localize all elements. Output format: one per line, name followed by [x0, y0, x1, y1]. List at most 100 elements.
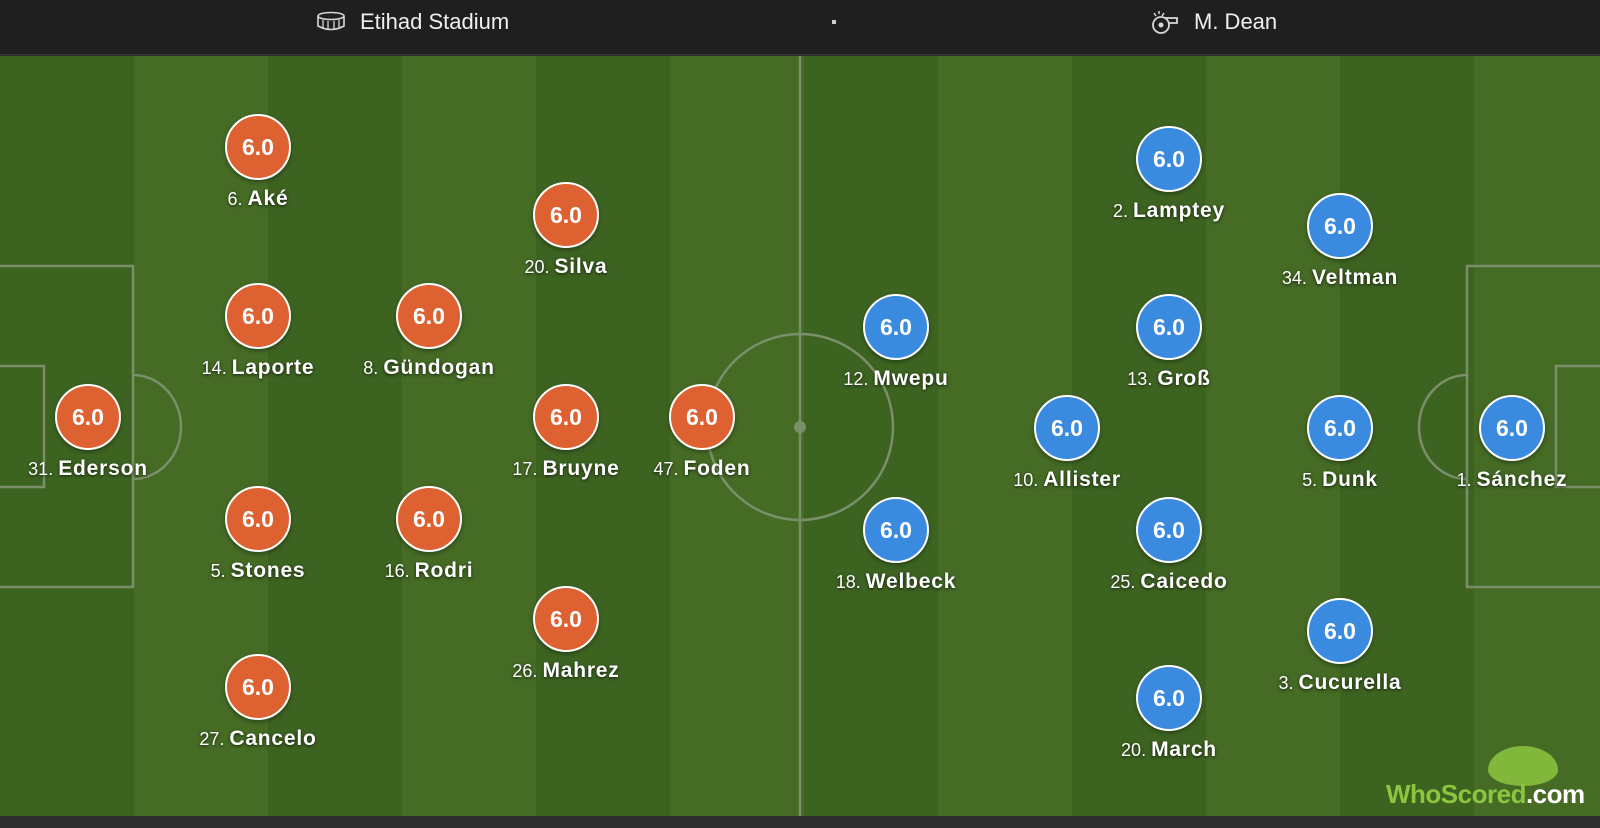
player-name: Lamptey	[1133, 199, 1225, 222]
center-spot	[794, 421, 806, 433]
player-label: 34.Veltman	[1282, 266, 1398, 290]
player-rating: 6.0	[1307, 395, 1373, 461]
venue-name: Etihad Stadium	[360, 9, 510, 34]
logo-domain: .com	[1525, 779, 1585, 809]
player-rating: 6.0	[225, 283, 291, 349]
player-label: 5.Dunk	[1302, 468, 1378, 492]
player-card[interactable]: 6.0 1.Sánchez	[1402, 395, 1600, 492]
player-card[interactable]: 6.0 27.Cancelo	[148, 654, 368, 751]
player-rating: 6.0	[669, 384, 735, 450]
player-number: 16.	[384, 561, 410, 581]
player-card[interactable]: 6.0 2.Lamptey	[1059, 126, 1279, 223]
player-card[interactable]: 6.0 31.Ederson	[0, 384, 198, 481]
player-rating: 6.0	[1136, 665, 1202, 731]
player-number: 14.	[201, 358, 227, 378]
player-rating: 6.0	[396, 283, 462, 349]
pitch: 6.0 6.Aké 6.0 14.Laporte 6.0 31.Ederson …	[0, 56, 1600, 816]
player-card[interactable]: 6.0 5.Dunk	[1230, 395, 1450, 492]
player-rating: 6.0	[533, 182, 599, 248]
player-label: 27.Cancelo	[199, 727, 316, 751]
player-label: 18.Welbeck	[836, 570, 956, 594]
player-number: 5.	[210, 561, 226, 581]
player-card[interactable]: 6.0 20.Silva	[456, 182, 676, 279]
player-number: 20.	[1121, 740, 1147, 760]
player-rating: 6.0	[1136, 126, 1202, 192]
player-name: Sánchez	[1476, 468, 1568, 491]
player-card[interactable]: 6.0 5.Stones	[148, 486, 368, 583]
right-goal-box	[1554, 364, 1600, 489]
player-name: Rodri	[414, 559, 474, 582]
venue-info: Etihad Stadium	[316, 0, 509, 44]
player-name: Caicedo	[1140, 570, 1228, 593]
player-number: 27.	[199, 729, 225, 749]
player-number: 26.	[512, 661, 538, 681]
player-number: 10.	[1013, 470, 1039, 490]
player-card[interactable]: 6.0 25.Caicedo	[1059, 497, 1279, 594]
player-label: 16.Rodri	[385, 559, 474, 583]
player-rating: 6.0	[1307, 193, 1373, 259]
stadium-icon	[317, 11, 345, 31]
player-card[interactable]: 6.0 47.Foden	[592, 384, 812, 481]
player-card[interactable]: 6.0 6.Aké	[148, 114, 368, 211]
whoscored-logo: WhoScored.com	[1386, 746, 1585, 810]
player-card[interactable]: 6.0 3.Cucurella	[1230, 598, 1450, 695]
player-number: 13.	[1127, 369, 1153, 389]
player-name: Ederson	[58, 457, 148, 480]
player-name: Silva	[554, 255, 608, 278]
player-number: 47.	[653, 459, 679, 479]
player-card[interactable]: 6.0 18.Welbeck	[786, 497, 1006, 594]
player-name: Welbeck	[865, 570, 957, 593]
player-label: 3.Cucurella	[1279, 671, 1402, 695]
player-rating: 6.0	[55, 384, 121, 450]
bottom-bar	[0, 816, 1600, 828]
player-name: Bruyne	[542, 457, 620, 480]
player-name: Allister	[1043, 468, 1121, 491]
player-label: 31.Ederson	[28, 457, 148, 481]
player-card[interactable]: 6.0 14.Laporte	[148, 283, 368, 380]
player-rating: 6.0	[396, 486, 462, 552]
player-label: 2.Lamptey	[1113, 199, 1225, 223]
player-number: 34.	[1281, 268, 1307, 288]
player-rating: 6.0	[1136, 497, 1202, 563]
player-label: 47.Foden	[653, 457, 750, 481]
player-card[interactable]: 6.0 12.Mwepu	[786, 294, 1006, 391]
referee-name: M. Dean	[1194, 9, 1278, 34]
left-goal-box	[0, 364, 46, 489]
player-number: 5.	[1302, 470, 1318, 490]
player-rating: 6.0	[1307, 598, 1373, 664]
player-number: 3.	[1278, 673, 1294, 693]
left-penalty-box	[0, 264, 135, 589]
player-rating: 6.0	[225, 114, 291, 180]
player-card[interactable]: 6.0 20.March	[1059, 665, 1279, 762]
player-name: Stones	[230, 559, 306, 582]
pitch-stripe	[402, 56, 536, 816]
player-rating: 6.0	[533, 586, 599, 652]
player-card[interactable]: 6.0 17.Bruyne	[456, 384, 676, 481]
player-card[interactable]: 6.0 10.Allister	[957, 395, 1177, 492]
player-rating: 6.0	[533, 384, 599, 450]
player-card[interactable]: 6.0 26.Mahrez	[456, 586, 676, 683]
player-number: 12.	[843, 369, 869, 389]
player-label: 20.March	[1121, 738, 1217, 762]
player-card[interactable]: 6.0 34.Veltman	[1230, 193, 1450, 290]
player-number: 20.	[524, 257, 550, 277]
pitch-markings	[0, 56, 1600, 816]
player-number: 1.	[1456, 470, 1472, 490]
player-label: 1.Sánchez	[1457, 468, 1568, 492]
player-label: 20.Silva	[524, 255, 607, 279]
player-label: 6.Aké	[228, 187, 289, 211]
logo-text: WhoScored	[1386, 779, 1526, 809]
player-card[interactable]: 6.0 16.Rodri	[319, 486, 539, 583]
player-name: Dunk	[1322, 468, 1378, 491]
player-card[interactable]: 6.0 8.Gündogan	[319, 283, 539, 380]
player-label: 14.Laporte	[202, 356, 315, 380]
player-card[interactable]: 6.0 13.Groß	[1059, 294, 1279, 391]
player-label: 5.Stones	[211, 559, 306, 583]
separator-dot	[832, 20, 836, 24]
player-name: Cancelo	[229, 727, 317, 750]
left-penalty-arc	[132, 373, 183, 481]
player-label: 12.Mwepu	[843, 367, 948, 391]
player-name: Laporte	[231, 356, 315, 379]
player-name: Mahrez	[542, 659, 620, 682]
player-label: 17.Bruyne	[512, 457, 619, 481]
